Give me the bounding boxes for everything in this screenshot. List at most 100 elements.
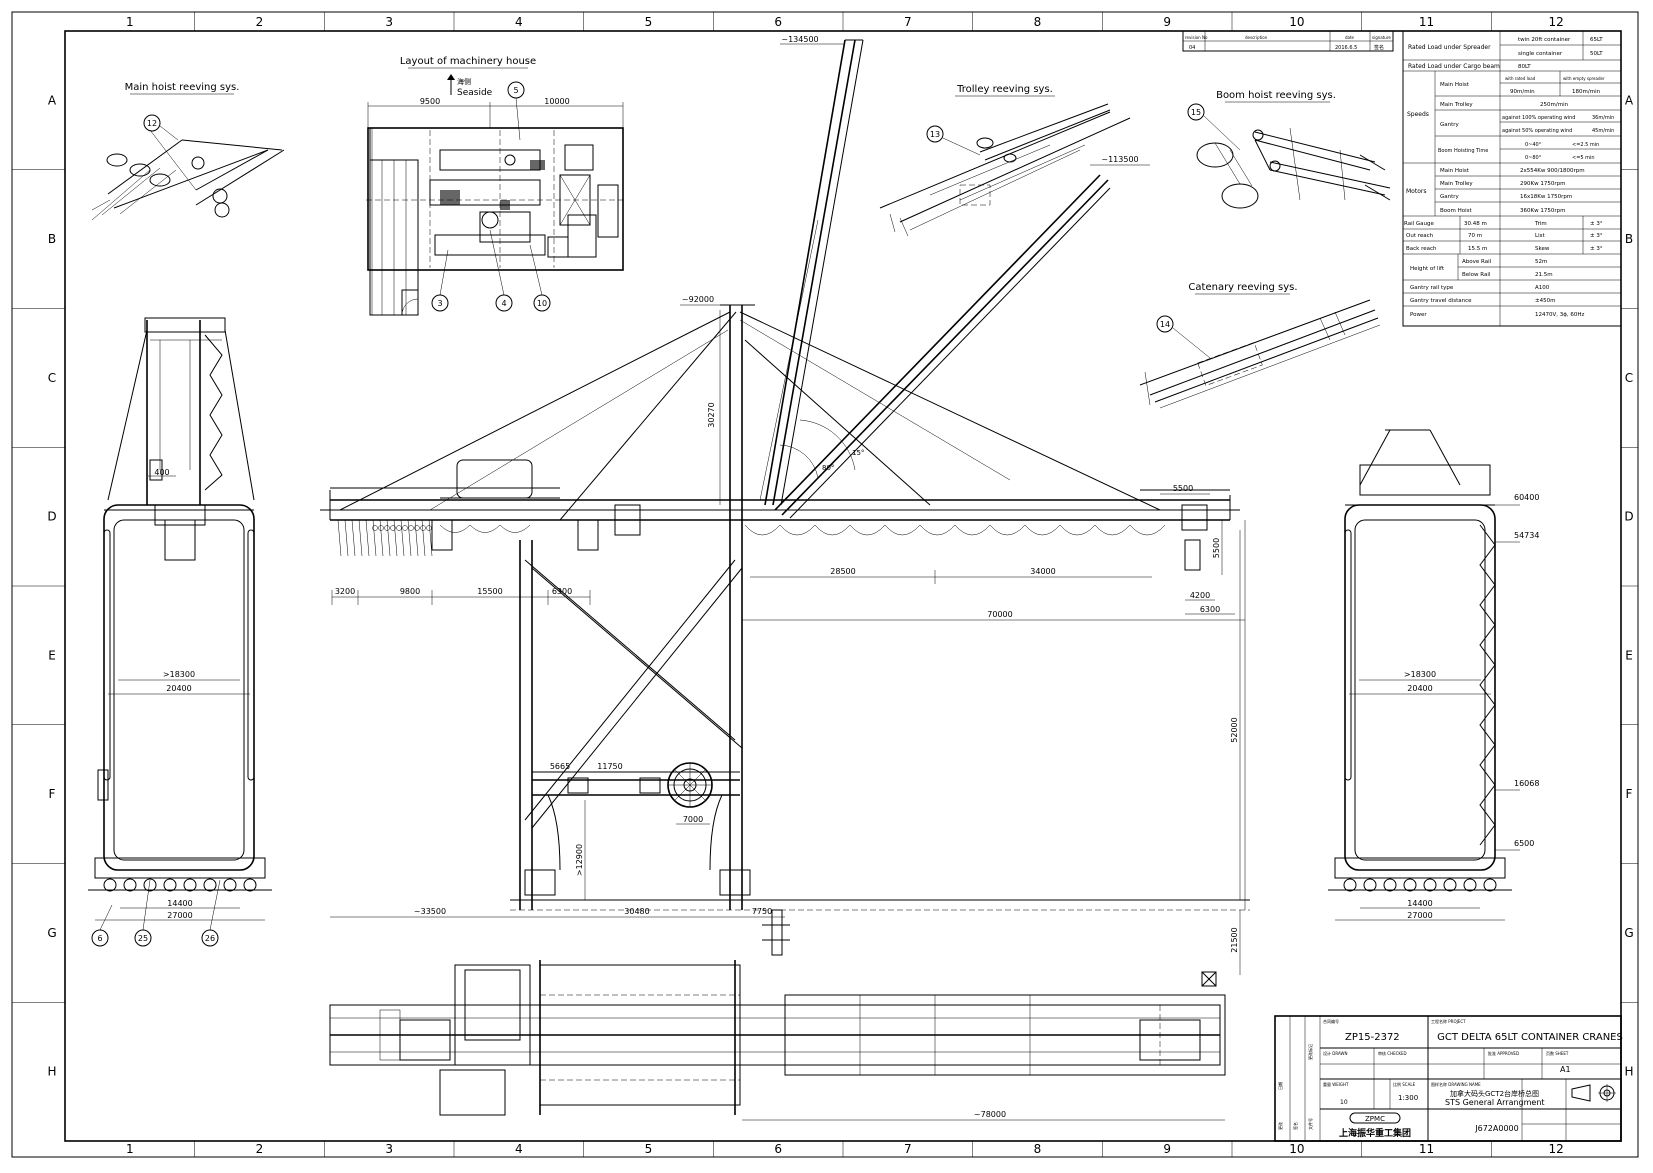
projection-symbol-icon <box>1571 1084 1616 1102</box>
catenary-title: Catenary reeving sys. <box>1188 282 1297 293</box>
dim-28500: 28500 <box>830 567 855 576</box>
grid-row-left-C: C <box>48 371 56 385</box>
grid-col-bottom-5: 5 <box>645 1142 653 1156</box>
dim-78000: ~78000 <box>974 1110 1006 1119</box>
grid-col-top-9: 9 <box>1163 15 1171 29</box>
spec-boom-time: Boom Hoisting Time <box>1438 148 1488 154</box>
callout-26: 26 <box>205 934 215 943</box>
grid-row-left-H: H <box>47 1065 56 1079</box>
tb-weight: 重量 WEIGHT <box>1323 1081 1349 1087</box>
spec-power-val: 12470V, 3ϕ, 60Hz <box>1535 312 1585 318</box>
callout-12: 12 <box>147 119 157 128</box>
spec-outreach-val: 70 m <box>1468 233 1482 239</box>
dim-5500-vert: 5500 <box>1212 538 1221 558</box>
dim-70000: 70000 <box>987 610 1012 619</box>
spec-mt-val: 250m/min <box>1540 102 1569 108</box>
spec-list-val: ± 3° <box>1590 233 1603 239</box>
dim-7000: 7000 <box>683 815 703 824</box>
specifications-table: Rated Load under Spreader twin 20ft cont… <box>1402 30 1622 327</box>
grid-col-bottom-11: 11 <box>1419 1142 1434 1156</box>
right-dim-14400: 14400 <box>1407 899 1432 908</box>
tb-project: GCT DELTA 65LT CONTAINER CRANES <box>1437 1032 1623 1043</box>
main-hoist-reeving-view: Main hoist reeving sys. <box>91 82 285 221</box>
trolley-title: Trolley reeving sys. <box>956 84 1053 95</box>
spec-single: single container <box>1518 51 1563 57</box>
tb-contract-no: ZP15-2372 <box>1345 1032 1400 1043</box>
tb-side-5: 更改标记 <box>1307 1044 1313 1060</box>
grid-col-top-10: 10 <box>1289 15 1304 29</box>
tb-side-4: 文件号 <box>1307 1118 1313 1130</box>
grid-row-left-G: G <box>47 926 56 940</box>
plan-view: ~78000 <box>329 960 1226 1121</box>
grid-row-right-C: C <box>1625 371 1633 385</box>
dim-11750: 11750 <box>597 762 622 771</box>
grid-row-left-A: A <box>48 93 57 107</box>
spec-rated-spreader: Rated Load under Spreader <box>1408 44 1491 51</box>
spec-bt2: 0~80° <box>1525 155 1542 161</box>
grid-col-top-5: 5 <box>645 15 653 29</box>
main-hoist-title: Main hoist reeving sys. <box>125 82 240 93</box>
spec-g-100: against 100% operating wind <box>1502 115 1575 121</box>
title-block: 合同编号 ZP15-2372 工程名称 PROJECT GCT DELTA 65… <box>1274 1015 1623 1142</box>
rev-head-date: date <box>1345 35 1355 40</box>
spec-outreach: Out reach <box>1406 233 1434 239</box>
callout-5: 5 <box>513 86 518 95</box>
grid-col-top-12: 12 <box>1549 15 1564 29</box>
rev-head-desc: description <box>1245 35 1268 40</box>
rev-no: 04 <box>1189 45 1195 51</box>
left-dim-27000: 27000 <box>167 911 192 920</box>
spec-m-gantry-val: 16x18Kw 1750rpm <box>1520 194 1572 200</box>
rev-sig: 签名 <box>1374 44 1384 51</box>
spec-skew-val: ± 3° <box>1590 246 1603 252</box>
left-end-elevation: 400 >18300 20400 14400 27000 <box>88 317 272 921</box>
callout-14: 14 <box>1160 320 1170 329</box>
callout-6: 6 <box>97 934 102 943</box>
dim-21500: 21500 <box>1230 927 1239 952</box>
spec-speeds: Speeds <box>1407 111 1429 118</box>
spec-backreach: Back reach <box>1406 246 1437 252</box>
catenary-reeving-view: Catenary reeving sys. <box>1139 282 1381 409</box>
spec-bt1-val: <=2.5 min <box>1572 142 1599 148</box>
grid-row-right-H: H <box>1624 1065 1633 1079</box>
spec-g-50-val: 45m/min <box>1592 128 1614 134</box>
spec-m-main-val: 2x554Kw 900/1800rpm <box>1520 168 1585 174</box>
spec-rail: Rail Gauge <box>1404 221 1434 227</box>
dim-7750: 7750 <box>752 907 772 916</box>
callout-4: 4 <box>501 299 506 308</box>
right-dim-20400: 20400 <box>1407 684 1432 693</box>
tb-side-3: 签名 <box>1292 1122 1298 1130</box>
rev-head-sig: signature <box>1372 35 1391 40</box>
spec-above: Above Rail <box>1462 259 1492 265</box>
right-dim-18300: >18300 <box>1404 670 1436 679</box>
grid-row-left-D: D <box>47 510 56 524</box>
dim-12900: >12900 <box>575 844 584 876</box>
boom-hoist-reeving-view: Boom hoist reeving sys. <box>1196 90 1391 209</box>
machinery-house-title: Layout of machinery house <box>400 56 536 67</box>
spec-main-trolley: Main Trolley <box>1440 102 1473 108</box>
grid-row-left-E: E <box>48 648 56 662</box>
seaside-label: Seaside <box>457 88 493 98</box>
tb-qty-val: 10 <box>1340 1099 1348 1106</box>
spec-list: List <box>1535 233 1545 239</box>
spec-twin20-val: 65LT <box>1590 37 1603 43</box>
grid-col-bottom-7: 7 <box>904 1142 912 1156</box>
dim-6300-right: 6300 <box>1200 605 1220 614</box>
spec-bt2-val: <=5 min <box>1572 155 1595 161</box>
tb-drawing-name-cn: 加拿大码头GCT2台岸桥总图 <box>1450 1089 1539 1098</box>
mh-dim-9500: 9500 <box>420 97 440 106</box>
left-dim-14400: 14400 <box>167 899 192 908</box>
inner-frame <box>64 30 1622 1142</box>
spec-twin20: twin 20ft container <box>1518 37 1571 43</box>
spec-beam-val: 80LT <box>1518 64 1531 70</box>
grid-col-bottom-9: 9 <box>1163 1142 1171 1156</box>
grid-col-bottom-12: 12 <box>1549 1142 1564 1156</box>
tb-drawing-name-label: 图样名称 DRAWING NAME <box>1431 1081 1481 1087</box>
grid-row-right-F: F <box>1626 787 1633 801</box>
right-dim-6500: 6500 <box>1514 839 1534 848</box>
grid-col-bottom-3: 3 <box>385 1142 393 1156</box>
grid-col-top-1: 1 <box>126 15 134 29</box>
tb-approved: 批准 APPROVED <box>1488 1050 1519 1056</box>
spec-gantry-travel: Gantry travel distance <box>1410 298 1472 304</box>
grid-row-right-E: E <box>1625 648 1633 662</box>
